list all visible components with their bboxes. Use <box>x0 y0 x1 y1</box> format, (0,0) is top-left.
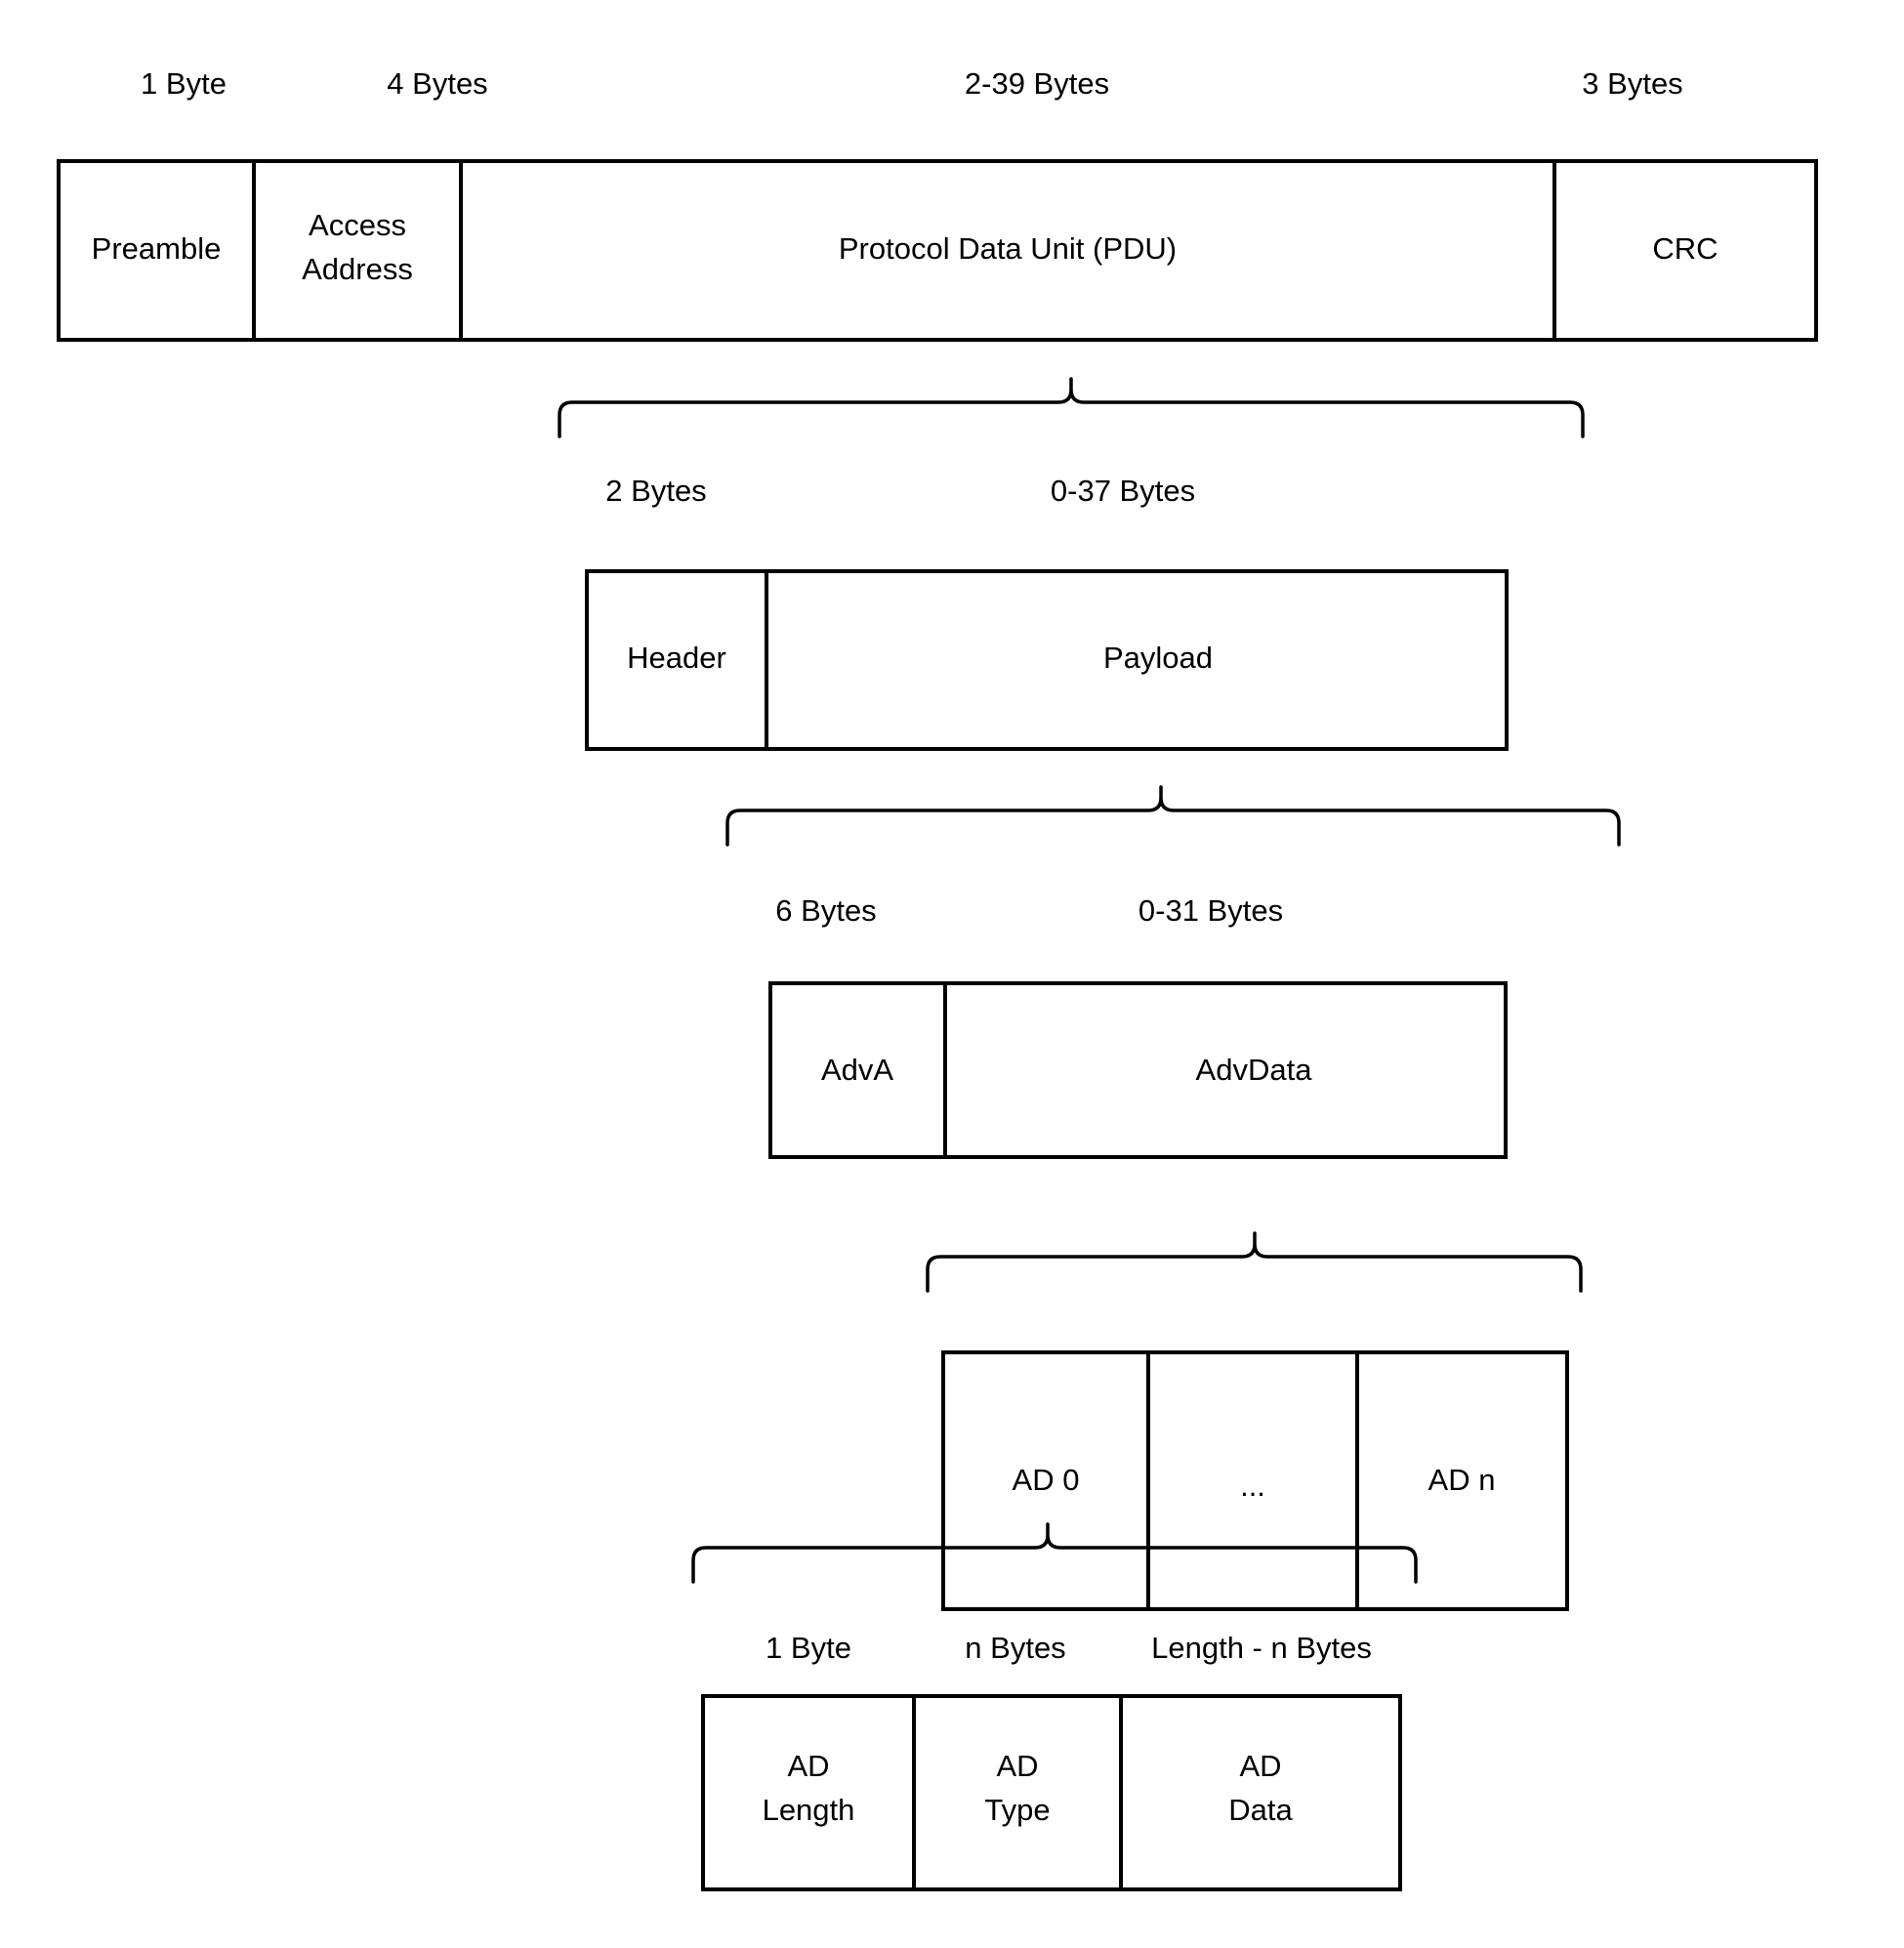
size-label-adva: 6 Bytes <box>775 893 876 928</box>
row-pdu: 2 Bytes 0-37 Bytes Header Payload <box>585 474 1509 751</box>
brace-pdu <box>558 377 1585 438</box>
brace-ad <box>691 1522 1418 1584</box>
size-label-payload: 0-37 Bytes <box>1051 474 1195 508</box>
field-ad-length-line2: Length <box>763 1793 855 1827</box>
payload-outline <box>768 981 1508 1159</box>
advdata-outline <box>941 1350 1569 1611</box>
brace-advdata <box>926 1231 1583 1293</box>
field-pdu: Protocol Data Unit (PDU) <box>839 231 1177 266</box>
size-label-access-address: 4 Bytes <box>387 66 487 101</box>
pdu-outline <box>585 569 1509 751</box>
field-ad-length-line1: AD <box>787 1749 829 1783</box>
field-header: Header <box>627 641 726 675</box>
field-advdata: AdvData <box>1196 1053 1313 1087</box>
row-advdata: AD 0 ... AD n <box>941 1350 1569 1611</box>
size-label-pdu: 2-39 Bytes <box>965 66 1109 101</box>
link-layer-packet-outline <box>57 159 1818 342</box>
row-ad-structure: 1 Byte n Bytes Length - n Bytes AD Lengt… <box>701 1631 1402 1891</box>
size-label-preamble: 1 Byte <box>141 66 227 101</box>
field-ad-0: AD 0 <box>1013 1463 1080 1497</box>
size-label-header: 2 Bytes <box>605 474 706 508</box>
field-ad-n: AD n <box>1428 1463 1496 1497</box>
field-ad-ellipsis: ... <box>1240 1469 1265 1503</box>
field-adva: AdvA <box>821 1053 893 1087</box>
field-payload: Payload <box>1103 641 1213 675</box>
row-link-layer-packet: 1 Byte 4 Bytes 2-39 Bytes 3 Bytes Preamb… <box>57 66 1818 342</box>
brace-payload <box>725 785 1621 847</box>
field-ad-data-line1: AD <box>1239 1749 1281 1783</box>
size-label-ad-type: n Bytes <box>965 1631 1065 1665</box>
field-access-line1: Access <box>309 208 406 242</box>
field-access-line2: Address <box>302 252 413 286</box>
size-label-advdata: 0-31 Bytes <box>1138 893 1283 928</box>
field-ad-type-line2: Type <box>984 1793 1050 1827</box>
size-label-ad-data: Length - n Bytes <box>1151 1631 1372 1665</box>
field-preamble: Preamble <box>92 231 222 266</box>
size-label-crc: 3 Bytes <box>1582 66 1682 101</box>
field-ad-type-line1: AD <box>996 1749 1038 1783</box>
field-crc: CRC <box>1652 231 1718 266</box>
row-payload: 6 Bytes 0-31 Bytes AdvA AdvData <box>768 893 1508 1159</box>
size-label-ad-length: 1 Byte <box>766 1631 851 1665</box>
field-ad-data-line2: Data <box>1228 1793 1293 1827</box>
ad-structure-outline <box>701 1694 1402 1891</box>
